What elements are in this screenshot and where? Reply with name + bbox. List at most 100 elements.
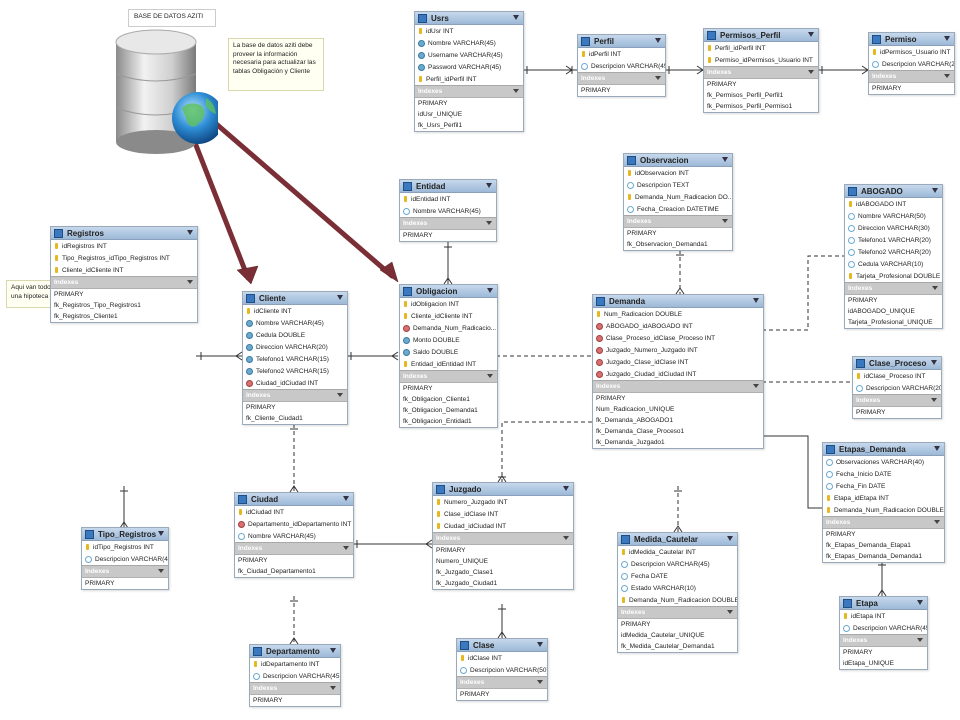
column-row[interactable]: Username VARCHAR(45): [415, 49, 523, 61]
indexes-header[interactable]: Indexes: [400, 217, 496, 230]
collapse-arrow-icon[interactable]: [944, 36, 950, 41]
indexes-header[interactable]: Indexes: [250, 682, 340, 695]
table-header[interactable]: Ciudad: [235, 493, 353, 506]
column-row[interactable]: Nombre VARCHAR(45): [243, 317, 347, 329]
column-row[interactable]: Perfil_idPerfil INT: [704, 42, 818, 54]
table-header[interactable]: Permisos_Perfil: [704, 29, 818, 42]
indexes-header[interactable]: Indexes: [840, 634, 927, 647]
column-row[interactable]: Fecha_Creacion DATETIME: [624, 203, 732, 215]
indexes-header[interactable]: Indexes: [51, 276, 197, 289]
column-row[interactable]: idClase_Proceso INT: [853, 370, 941, 382]
collapse-arrow-icon[interactable]: [931, 360, 937, 365]
collapse-arrow-icon[interactable]: [537, 642, 543, 647]
table-header[interactable]: Cliente: [243, 292, 347, 305]
column-row[interactable]: Demanda_Num_Radicacion DOUBLE: [618, 594, 737, 606]
collapse-arrow-icon[interactable]: [753, 384, 759, 388]
column-row[interactable]: Cliente_idCliente INT: [51, 264, 197, 276]
indexes-header[interactable]: Indexes: [853, 394, 941, 407]
column-row[interactable]: Numero_Juzgado INT: [433, 496, 573, 508]
column-row[interactable]: Direccion VARCHAR(20): [243, 341, 347, 353]
column-row[interactable]: Clase_idClase INT: [433, 508, 573, 520]
column-row[interactable]: Password VARCHAR(45): [415, 61, 523, 73]
collapse-arrow-icon[interactable]: [330, 686, 336, 690]
table-header[interactable]: Medida_Cautelar: [618, 533, 737, 546]
column-row[interactable]: idDepartamento INT: [250, 658, 340, 670]
collapse-arrow-icon[interactable]: [753, 298, 759, 303]
column-row[interactable]: Telefono2 VARCHAR(20): [845, 246, 942, 258]
column-row[interactable]: idPermisos_Usuario INT: [869, 46, 954, 58]
column-row[interactable]: Descripcion TEXT: [624, 179, 732, 191]
collapse-arrow-icon[interactable]: [934, 446, 940, 451]
table-header[interactable]: Observacion: [624, 154, 732, 167]
indexes-header[interactable]: Indexes: [578, 72, 665, 85]
column-row[interactable]: idTipo_Registros INT: [82, 541, 168, 553]
column-row[interactable]: idUsr INT: [415, 25, 523, 37]
collapse-arrow-icon[interactable]: [187, 280, 193, 284]
collapse-arrow-icon[interactable]: [537, 680, 543, 684]
column-row[interactable]: Descripcion VARCHAR(50): [457, 664, 547, 676]
indexes-header[interactable]: Indexes: [400, 370, 497, 383]
collapse-arrow-icon[interactable]: [337, 295, 343, 300]
table-header[interactable]: Departamento: [250, 645, 340, 658]
column-row[interactable]: Demanda_Num_Radicacion DOUBLE: [823, 504, 944, 516]
collapse-arrow-icon[interactable]: [808, 70, 814, 74]
collapse-arrow-icon[interactable]: [917, 600, 923, 605]
collapse-arrow-icon[interactable]: [932, 286, 938, 290]
column-row[interactable]: Descripcion VARCHAR(45): [618, 558, 737, 570]
column-row[interactable]: idRegistros INT: [51, 240, 197, 252]
column-row[interactable]: idObligacion INT: [400, 298, 497, 310]
collapse-arrow-icon[interactable]: [330, 648, 336, 653]
collapse-arrow-icon[interactable]: [722, 157, 728, 162]
column-row[interactable]: Tarjeta_Profesional DOUBLE: [845, 270, 942, 282]
table-header[interactable]: Perfil: [578, 35, 665, 48]
column-row[interactable]: Fecha_Fin DATE: [823, 480, 944, 492]
collapse-arrow-icon[interactable]: [487, 288, 493, 293]
collapse-arrow-icon[interactable]: [722, 219, 728, 223]
indexes-header[interactable]: Indexes: [243, 389, 347, 402]
table-header[interactable]: Demanda: [593, 295, 763, 308]
collapse-arrow-icon[interactable]: [932, 188, 938, 193]
collapse-arrow-icon[interactable]: [944, 74, 950, 78]
column-row[interactable]: Juzgado_Clase_idClase INT: [593, 356, 763, 368]
table-header[interactable]: Usrs: [415, 12, 523, 25]
collapse-arrow-icon[interactable]: [343, 496, 349, 501]
column-row[interactable]: Descripcion VARCHAR(20): [853, 382, 941, 394]
table-header[interactable]: ABOGADO: [845, 185, 942, 198]
column-row[interactable]: Departamento_idDepartamento INT: [235, 518, 353, 530]
column-row[interactable]: Etapa_idEtapa INT: [823, 492, 944, 504]
column-row[interactable]: idObservacion INT: [624, 167, 732, 179]
collapse-arrow-icon[interactable]: [487, 374, 493, 378]
collapse-arrow-icon[interactable]: [563, 486, 569, 491]
collapse-arrow-icon[interactable]: [513, 89, 519, 93]
collapse-arrow-icon[interactable]: [727, 610, 733, 614]
table-header[interactable]: Juzgado: [433, 483, 573, 496]
indexes-header[interactable]: Indexes: [618, 606, 737, 619]
collapse-arrow-icon[interactable]: [486, 183, 492, 188]
column-row[interactable]: Entidad_idEntidad INT: [400, 358, 497, 370]
column-row[interactable]: Ciudad_idCiudad INT: [243, 377, 347, 389]
indexes-header[interactable]: Indexes: [457, 676, 547, 689]
table-header[interactable]: Permiso: [869, 33, 954, 46]
column-row[interactable]: Telefono2 VARCHAR(15): [243, 365, 347, 377]
column-row[interactable]: Descripcion VARCHAR(20): [869, 58, 954, 70]
collapse-arrow-icon[interactable]: [727, 536, 733, 541]
indexes-header[interactable]: Indexes: [593, 380, 763, 393]
indexes-header[interactable]: Indexes: [82, 565, 168, 578]
column-row[interactable]: Ciudad_idCiudad INT: [433, 520, 573, 532]
indexes-header[interactable]: Indexes: [823, 516, 944, 529]
column-row[interactable]: Monto DOUBLE: [400, 334, 497, 346]
collapse-arrow-icon[interactable]: [934, 520, 940, 524]
table-header[interactable]: Clase_Proceso: [853, 357, 941, 370]
table-header[interactable]: Clase: [457, 639, 547, 652]
